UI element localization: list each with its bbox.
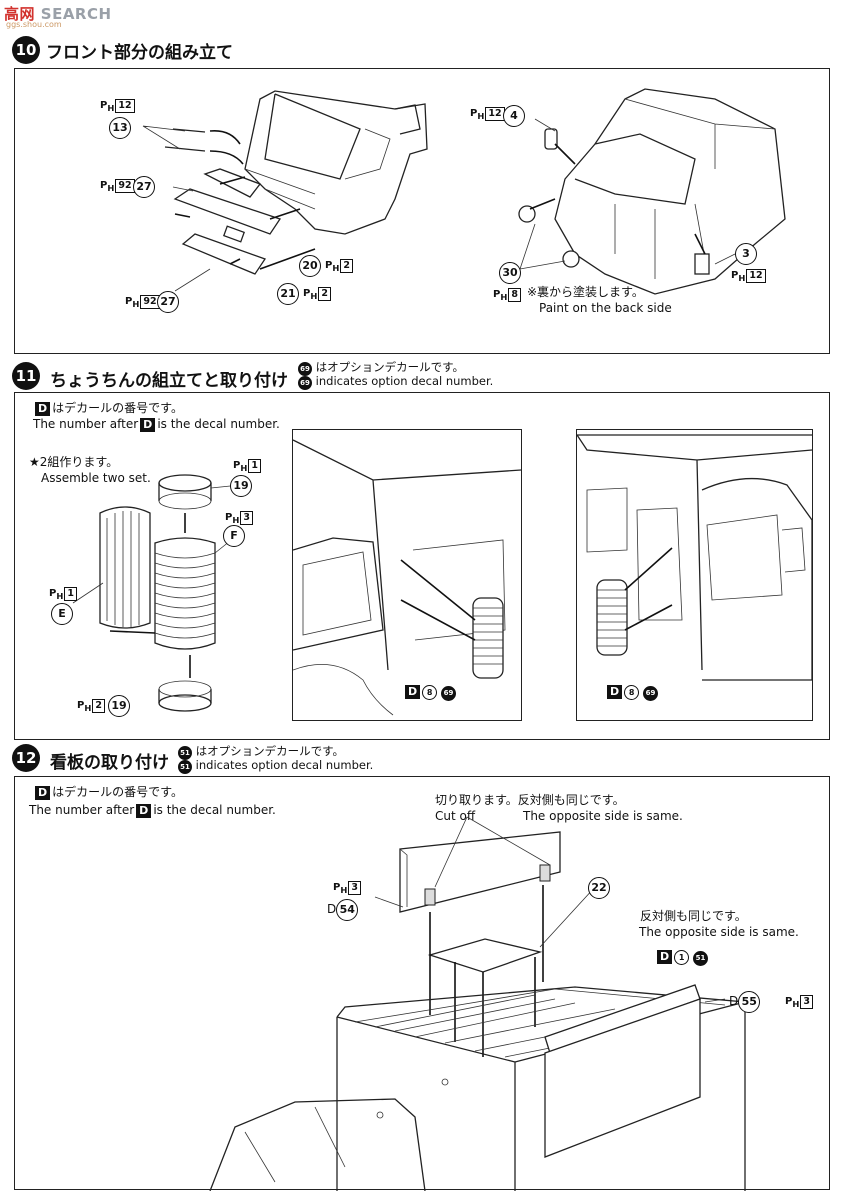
part-4: 4 xyxy=(503,105,525,127)
step-12-option-en: 51 indicates option decal number. xyxy=(178,758,373,774)
step-12-title: 看板の取り付け xyxy=(50,753,169,773)
step-12-option-jp: 51 はオプションデカールです。 xyxy=(178,744,344,760)
part-3: 3 xyxy=(735,243,757,265)
lantern-install-drawing-1 xyxy=(293,439,521,716)
lantern-parts-drawing xyxy=(72,474,241,712)
part-22: 22 xyxy=(588,877,610,899)
step-10-drawing xyxy=(142,88,786,295)
opposite-note-en-2: The opposite side is same. xyxy=(639,925,799,939)
watermark-logo: 高网 SEARCH xyxy=(4,5,112,23)
cut-note-jp: 切り取ります。反対側も同じです。 xyxy=(435,793,625,807)
part-27: 27 xyxy=(133,176,155,198)
step-11-title: ちょうちんの組立てと取り付け xyxy=(50,371,288,391)
step-12-number: 12 xyxy=(12,744,40,772)
part-E: E xyxy=(51,603,73,625)
back-paint-note-jp: ※裏から塗装します。 xyxy=(527,285,644,299)
signboard-drawing xyxy=(209,816,746,1191)
watermark-domain: ggs.shou.com xyxy=(6,20,62,29)
opposite-note-jp-2: 反対側も同じです。 xyxy=(640,909,747,923)
step-11-option-jp: 69 はオプションデカールです。 xyxy=(298,360,464,376)
step-10-number: 10 xyxy=(12,36,40,64)
assemble-en: Assemble two set. xyxy=(41,471,151,485)
part-21: 21 xyxy=(277,283,299,305)
assemble-jp: ★2組作ります。 xyxy=(29,455,119,469)
part-19: 19 xyxy=(108,695,130,717)
part-F: F xyxy=(223,525,245,547)
part-27: 27 xyxy=(157,291,179,313)
back-paint-note-en: Paint on the back side xyxy=(539,301,672,315)
step-10-title: フロント部分の組み立て xyxy=(46,43,233,63)
part-30: 30 xyxy=(499,262,521,284)
cut-note-en: Cut off xyxy=(435,809,476,823)
part-20: 20 xyxy=(299,255,321,277)
part-19: 19 xyxy=(230,475,252,497)
part-13: 13 xyxy=(109,117,131,139)
lantern-install-drawing-2 xyxy=(577,434,812,681)
step-11-number: 11 xyxy=(12,362,40,390)
step-11-option-en: 69 indicates option decal number. xyxy=(298,374,493,390)
opposite-note-en: The opposite side is same. xyxy=(523,809,683,823)
